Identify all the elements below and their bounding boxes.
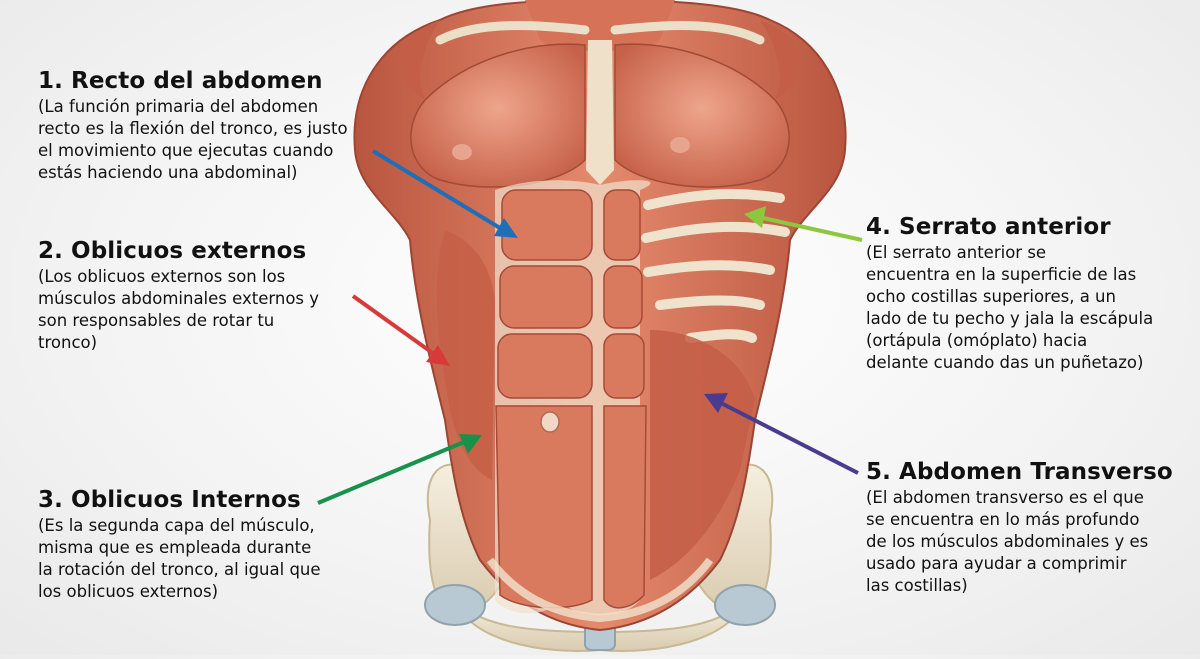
- label-description: (El serrato anterior se encuentra en la …: [866, 242, 1196, 374]
- label-oblicuos-externos: 2. Oblicuos externos (Los oblicuos exter…: [38, 238, 378, 354]
- label-oblicuos-internos: 3. Oblicuos Internos (Es la segunda capa…: [38, 487, 378, 603]
- label-title: 1. Recto del abdomen: [38, 68, 408, 94]
- label-description: (La función primaria del abdomen recto e…: [38, 96, 408, 184]
- label-title: 3. Oblicuos Internos: [38, 487, 378, 513]
- label-title: 4. Serrato anterior: [866, 214, 1196, 240]
- label-serrato-anterior: 4. Serrato anterior (El serrato anterior…: [866, 214, 1196, 374]
- label-recto-abdomen: 1. Recto del abdomen (La función primari…: [38, 68, 408, 184]
- label-description: (El abdomen transverso es el que se encu…: [866, 487, 1196, 597]
- label-abdomen-transverso: 5. Abdomen Transverso (El abdomen transv…: [866, 459, 1196, 597]
- label-title: 2. Oblicuos externos: [38, 238, 378, 264]
- label-description: (Es la segunda capa del músculo, misma q…: [38, 515, 378, 603]
- label-description: (Los oblicuos externos son los músculos …: [38, 266, 378, 354]
- label-title: 5. Abdomen Transverso: [866, 459, 1196, 485]
- torso-muscles: [354, 0, 845, 630]
